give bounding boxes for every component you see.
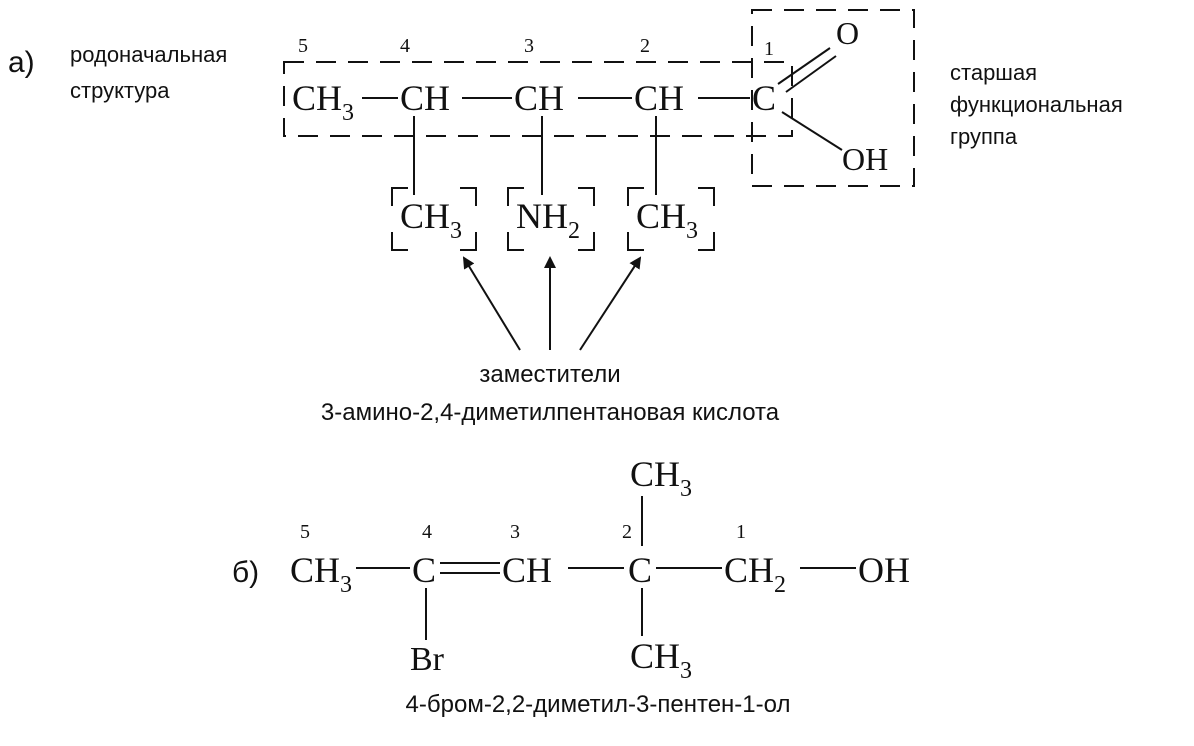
part-a-locant-5: 5 bbox=[298, 35, 308, 57]
part-a-locant-3: 3 bbox=[524, 35, 534, 57]
part-b-marker: б) bbox=[232, 556, 259, 589]
part-a-chain-c2: CH bbox=[634, 78, 684, 118]
part-a-chain-c1: C bbox=[752, 78, 776, 118]
part-b-oh: OH bbox=[858, 550, 910, 590]
hydroxyl-bond bbox=[781, 111, 843, 151]
arrow-to-methyl-4 bbox=[462, 256, 521, 351]
parent-structure-box bbox=[283, 61, 793, 137]
bracket-2-bl bbox=[507, 232, 524, 251]
senior-group-label-line2: функциональная bbox=[950, 92, 1123, 117]
part-b-locant-3: 3 bbox=[510, 521, 520, 543]
part-a-locant-2: 2 bbox=[640, 35, 650, 57]
part-b-locant-4: 4 bbox=[422, 521, 432, 543]
part-b-methyl-bottom: CH3 bbox=[630, 636, 692, 684]
part-a-locant-1: 1 bbox=[764, 38, 774, 60]
bracket-3-tr bbox=[698, 187, 715, 206]
part-a-marker: а) bbox=[8, 46, 35, 79]
part-b-ch2: CH2 bbox=[724, 550, 786, 598]
bracket-1-br bbox=[460, 232, 477, 251]
part-b-ch3: CH3 bbox=[290, 550, 352, 598]
substituent-methyl-2: CH3 bbox=[636, 196, 698, 244]
hydroxyl-group: OH bbox=[842, 141, 888, 177]
senior-group-box bbox=[751, 9, 915, 187]
oxygen-atom: O bbox=[836, 15, 859, 51]
bracket-3-bl bbox=[627, 232, 644, 251]
bracket-2-br bbox=[578, 232, 595, 251]
substituents-label: заместители bbox=[479, 361, 620, 388]
bracket-1-tl bbox=[391, 187, 408, 206]
part-b-ch3-position: CH bbox=[502, 550, 552, 590]
part-b-bromine: Br bbox=[410, 641, 445, 678]
part-b-locant-2: 2 bbox=[622, 521, 632, 543]
part-a-chain-ch3: CH3 bbox=[292, 78, 354, 126]
part-b-locant-1: 1 bbox=[736, 521, 746, 543]
bracket-2-tr bbox=[578, 187, 595, 206]
part-a-chain-c4: CH bbox=[400, 78, 450, 118]
bracket-1-tr bbox=[460, 187, 477, 206]
arrow-to-methyl-2 bbox=[579, 256, 642, 351]
senior-group-label-line1: старшая bbox=[950, 60, 1037, 85]
carbonyl-bond-line1 bbox=[777, 47, 831, 85]
part-a-locant-4: 4 bbox=[400, 35, 410, 57]
substituent-amino-3: NH2 bbox=[516, 196, 580, 244]
part-b-compound-name: 4-бром-2,2-диметил-3-пентен-1-ол bbox=[406, 691, 791, 718]
bracket-1-bl bbox=[391, 232, 408, 251]
parent-structure-label-line1: родоначальная bbox=[70, 42, 227, 67]
part-b-locant-5: 5 bbox=[300, 521, 310, 543]
substituent-brackets bbox=[391, 187, 715, 251]
carbonyl-bond-line2 bbox=[785, 55, 837, 93]
part-b-c2: C bbox=[628, 550, 652, 590]
part-a-chain-c3: CH bbox=[514, 78, 564, 118]
bracket-3-br bbox=[698, 232, 715, 251]
bracket-3-tl bbox=[627, 187, 644, 206]
senior-group-label-line3: группа bbox=[950, 124, 1018, 149]
substituent-methyl-4: CH3 bbox=[400, 196, 462, 244]
part-b-methyl-top: CH3 bbox=[630, 454, 692, 502]
parent-structure-label-line2: структура bbox=[70, 78, 170, 103]
part-b-c4: C bbox=[412, 550, 436, 590]
bracket-2-tl bbox=[507, 187, 524, 206]
part-a-compound-name: 3-амино-2,4-диметилпентановая кислота bbox=[321, 399, 780, 426]
